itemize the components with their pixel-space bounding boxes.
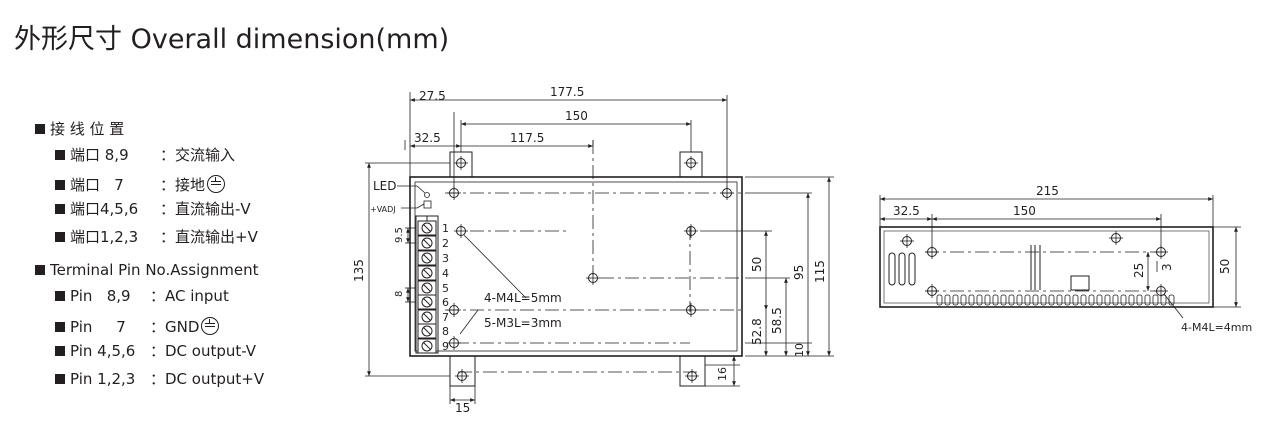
cn-pin-header: 接 线 位 置 (35, 120, 124, 138)
dim-150: 150 (1013, 204, 1036, 218)
ground-symbol-icon (201, 317, 220, 335)
terminal-number: 7 (442, 311, 449, 324)
bullet-icon (55, 232, 65, 242)
dim-10: 10 (793, 343, 806, 357)
dim-27-5: 27.5 (419, 89, 446, 103)
dim-117-5: 117.5 (510, 131, 544, 145)
side-view (879, 226, 1214, 308)
front-dimension-lines (365, 92, 834, 404)
side-mounting-holes (899, 230, 1169, 299)
dim-32-5: 32.5 (893, 204, 920, 218)
bullet-icon (35, 124, 45, 134)
en-pin-row: Pin 7：GND (55, 314, 220, 336)
dim-15: 15 (455, 401, 470, 415)
cn-pin-row: 端口 8,9：交流输入 (55, 146, 235, 164)
en-pin-header: Terminal Pin No.Assignment (35, 261, 259, 279)
led-vadj-markers (397, 185, 432, 209)
dim-9-5: 9.5 (394, 227, 405, 243)
terminal-number: 1 (442, 222, 449, 235)
dim-177-5: 177.5 (550, 85, 584, 99)
terminal-number: 2 (442, 237, 449, 250)
front-view (409, 140, 745, 387)
dim-95: 95 (792, 265, 806, 280)
en-pin-row: Pin 4,5,6：DC output-V (55, 342, 256, 360)
terminal-number: 4 (442, 267, 449, 280)
front-dimension-values: 177.5 27.5 150 32.5 117.5 135 9.5 8 50 9… (352, 85, 827, 415)
chassis-outline (409, 176, 743, 357)
cn-pin-row: 端口1,2,3：直流输出+V (55, 228, 258, 246)
front-mounting-holes (446, 155, 735, 384)
dim-16: 16 (716, 367, 729, 381)
side-dimension-values: 215 32.5 150 25 3 50 4-M4L=4mm (893, 184, 1252, 334)
side-vent-fins (936, 294, 1175, 306)
page-title: 外形尺寸 Overall dimension(mm) (14, 24, 450, 55)
side-m4-hole-note: 4-M4L=4mm (1181, 321, 1252, 334)
ground-symbol-icon (207, 175, 226, 193)
dim-135: 135 (352, 259, 366, 282)
side-chassis-outline (879, 226, 1214, 308)
bullet-icon (55, 346, 65, 356)
dim-8: 8 (394, 291, 405, 297)
dim-50: 50 (1218, 259, 1232, 274)
dim-150: 150 (565, 109, 588, 123)
terminal-number: 6 (442, 296, 449, 309)
en-pin-row: Pin 8,9：AC input (55, 287, 229, 305)
bullet-icon (55, 291, 65, 301)
m3-hole-note: 5-M3L=3mm (484, 316, 562, 330)
terminal-number: 5 (442, 282, 449, 295)
terminal-number: 3 (442, 252, 449, 265)
chassis-inner-outline (414, 181, 738, 352)
bullet-icon (35, 265, 45, 275)
dim-50: 50 (750, 257, 764, 272)
terminal-number: 9 (442, 340, 449, 353)
bullet-icon (55, 150, 65, 160)
led-label: LED (373, 179, 397, 193)
cn-pin-row: 端口4,5,6：直流输出-V (55, 200, 251, 218)
dim-3: 3 (1160, 263, 1174, 271)
dim-215: 215 (1036, 184, 1059, 198)
en-pin-row: Pin 1,2,3：DC output+V (55, 370, 264, 388)
dim-52-8: 52.8 (750, 318, 764, 345)
side-dimension-lines (879, 195, 1241, 319)
dim-25: 25 (1132, 263, 1146, 278)
vadj-label: +VADJ (370, 205, 396, 214)
dim-32-5: 32.5 (414, 131, 441, 145)
bullet-icon (55, 180, 65, 190)
dim-58-5: 58.5 (770, 307, 784, 334)
bullet-icon (55, 204, 65, 214)
terminal-number: 8 (442, 325, 449, 338)
mount-tab (679, 355, 706, 387)
cn-pin-row: 端口 7：接地 (55, 172, 226, 194)
bullet-icon (55, 374, 65, 384)
bullet-icon (55, 322, 65, 332)
mount-tab (449, 355, 476, 387)
terminal-block (417, 220, 437, 354)
terminal-numbers: 1 2 3 4 5 6 7 8 9 (442, 222, 449, 353)
dim-115: 115 (813, 260, 827, 283)
m4-hole-note: 4-M4L=5mm (484, 291, 562, 305)
